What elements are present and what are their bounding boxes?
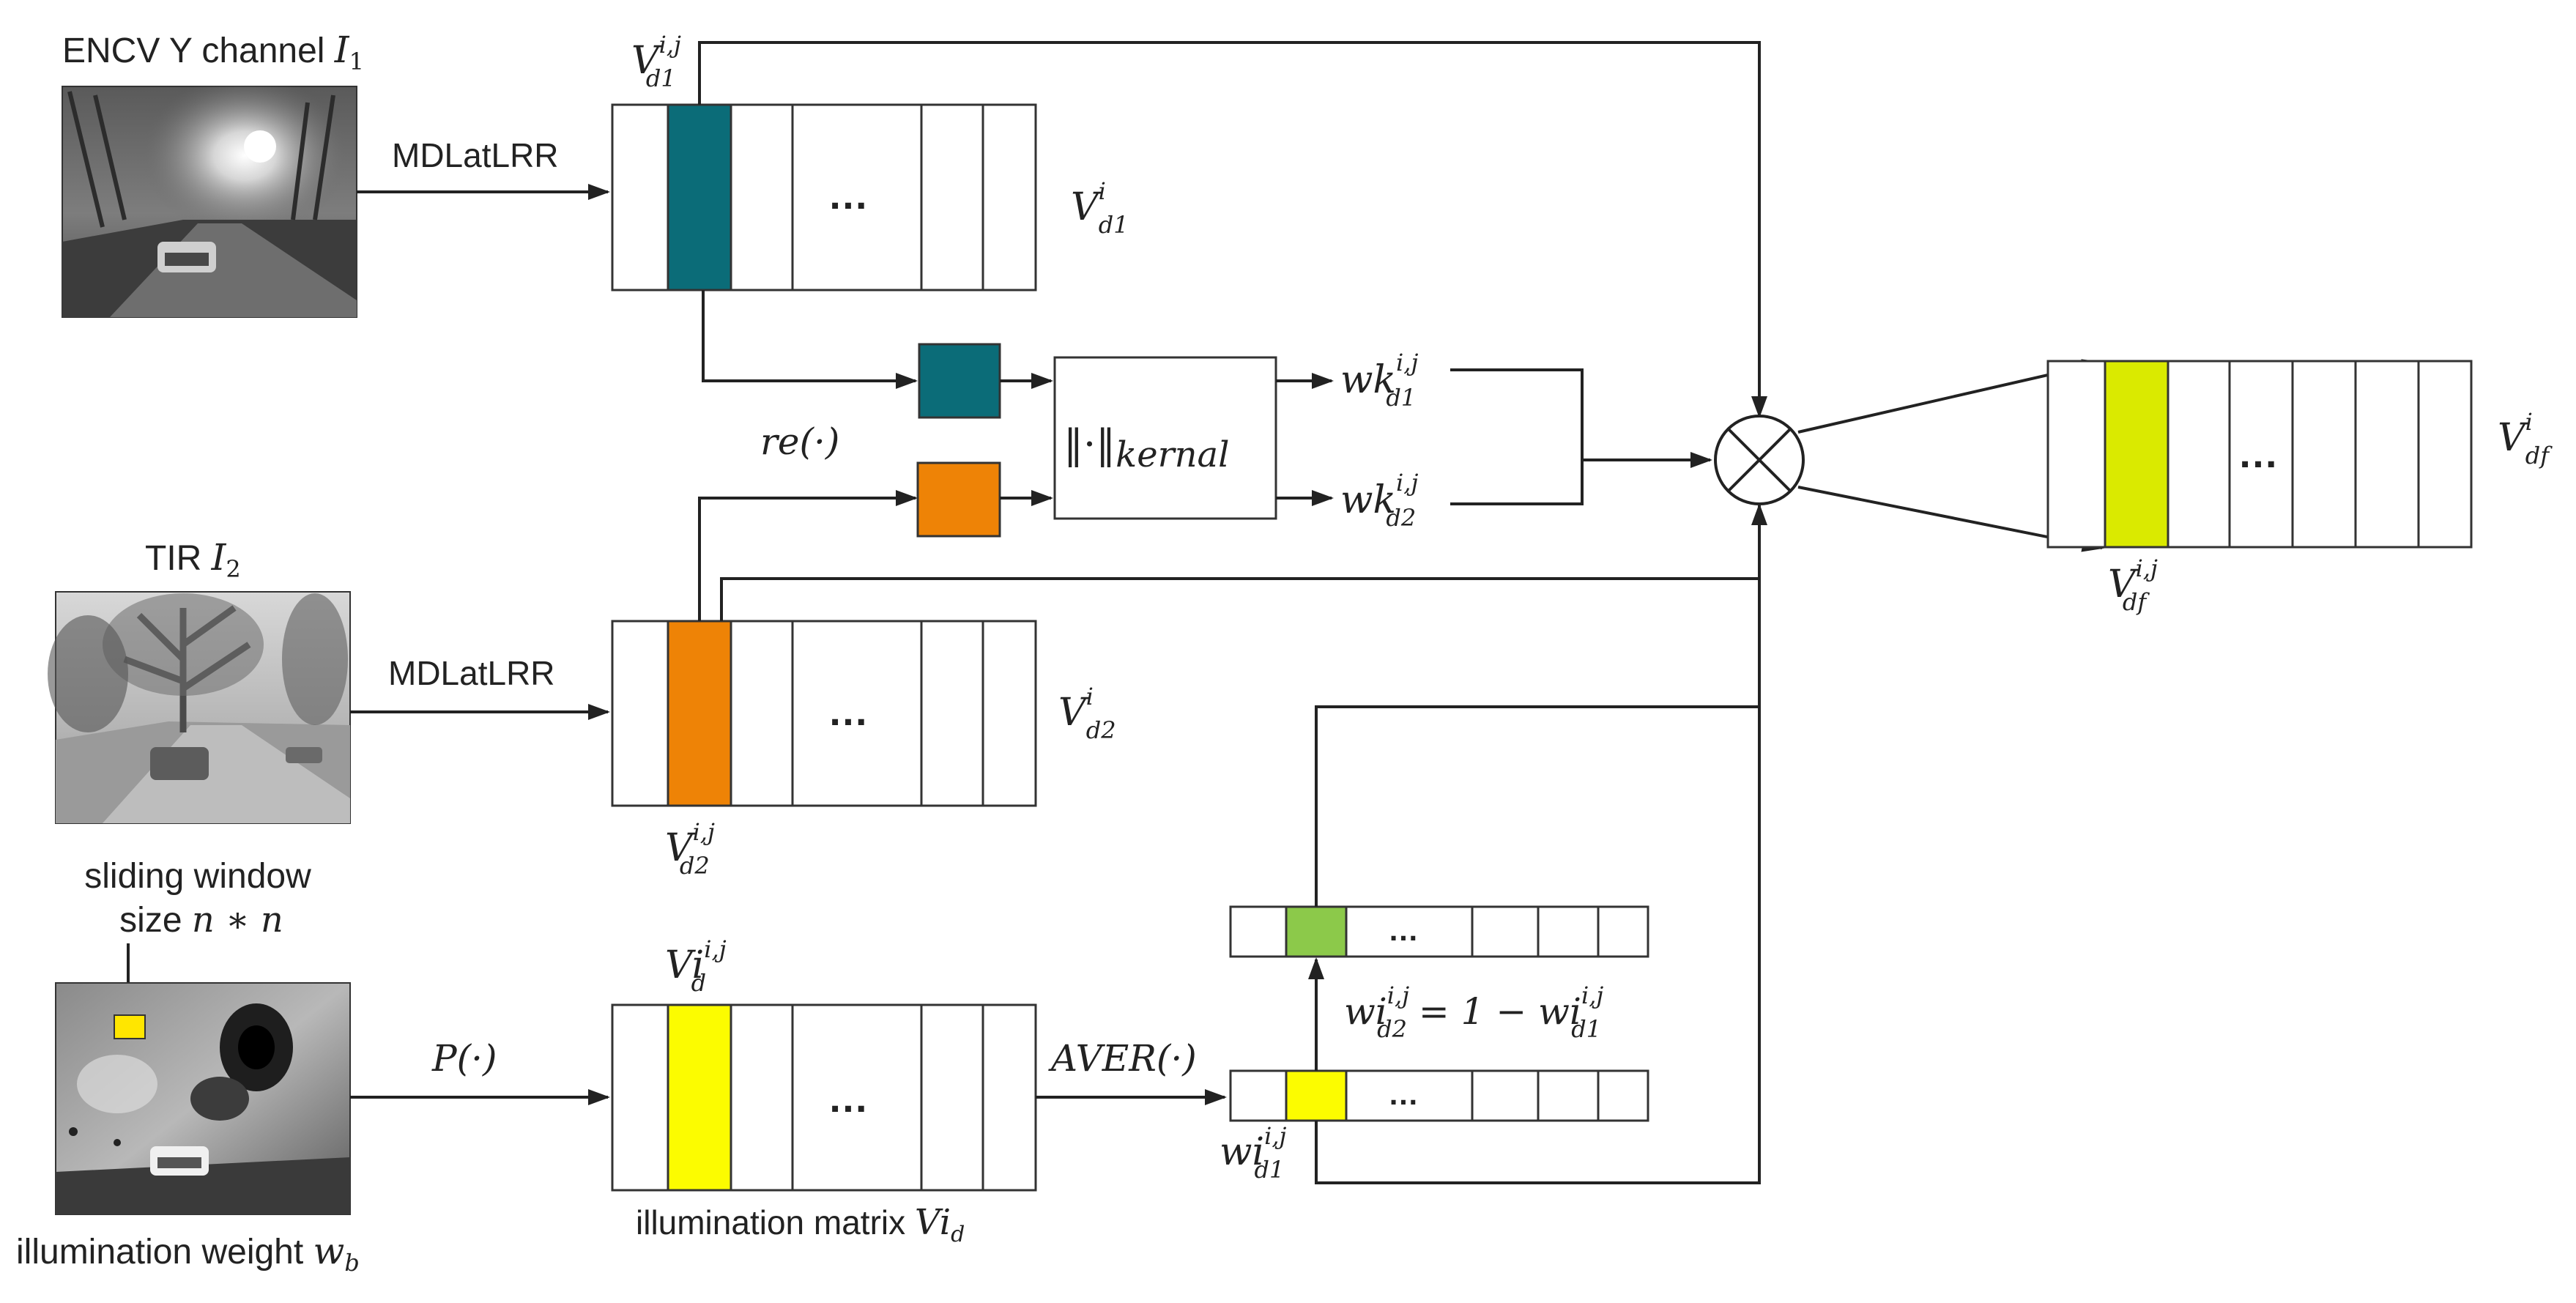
vid-matrix: … (611, 1003, 1037, 1192)
vd1-ellipsis: … (828, 171, 869, 218)
line-vd2-to-orange (698, 490, 918, 621)
illumination-weight-label: illumination weight wb (16, 1230, 360, 1277)
wi-d2-selected-cell (1285, 905, 1348, 958)
wi-d1-ellipsis: … (1388, 1077, 1419, 1111)
aver-operator-label: AVER(·) (1048, 1037, 1197, 1080)
orange-feature-box (916, 461, 1001, 538)
line-wk2-merge (1450, 460, 1584, 505)
vd1-selected-column (667, 103, 732, 292)
sliding-window-label-line2: size n ∗ n (119, 899, 283, 940)
line-vd1-to-teal (702, 290, 918, 389)
vid-ellipsis: … (828, 1074, 869, 1121)
wi-d2-vector: … (1229, 905, 1649, 958)
vdf-selected-column (2104, 360, 2169, 549)
line-wi-d1-to-multiply (1315, 505, 1761, 1184)
vd2-matrix: … (611, 620, 1037, 807)
line-vd1-top-to-multiply (698, 41, 1767, 418)
kernel-norm-box (1053, 356, 1277, 520)
tir-image (48, 591, 351, 824)
vd2-ellipsis: … (828, 688, 869, 734)
vid-selected-column (667, 1003, 732, 1192)
wi-d1-selected-cell (1285, 1069, 1348, 1122)
mdlatlrr-top-label: MDLatLRR (392, 136, 559, 174)
mdlatlrr-mid-label: MDLatLRR (388, 654, 555, 692)
line-vd2-to-multiply (720, 503, 1767, 621)
kernel-norm-label: ‖·‖kernal (1064, 421, 1230, 475)
wi-d1-vector: … (1229, 1069, 1649, 1122)
teal-feature-box (918, 343, 1001, 419)
vd2-selected-column (667, 620, 732, 807)
encv-image (62, 86, 357, 318)
vdf-ellipsis: … (2238, 430, 2279, 476)
line-wk1-merge (1450, 368, 1584, 460)
sliding-window-label-line1: sliding window (84, 857, 311, 896)
line-wi-d2-to-multiply (1315, 505, 1761, 907)
vdf-matrix: … (2046, 360, 2473, 549)
multiply-node (1714, 415, 1805, 505)
encv-label: ENCV Y channel I1 (62, 29, 364, 75)
wi-d2-ellipsis: … (1388, 913, 1419, 947)
vid-caption: illumination matrix Vid (636, 1202, 965, 1247)
tir-label: TIR I2 (145, 536, 241, 583)
illumination-image (55, 982, 351, 1215)
vd1-matrix: … (611, 103, 1037, 292)
p-operator-label: P(·) (431, 1037, 497, 1080)
sliding-window-box (114, 1014, 146, 1039)
re-operator-label: re(·) (760, 420, 839, 463)
